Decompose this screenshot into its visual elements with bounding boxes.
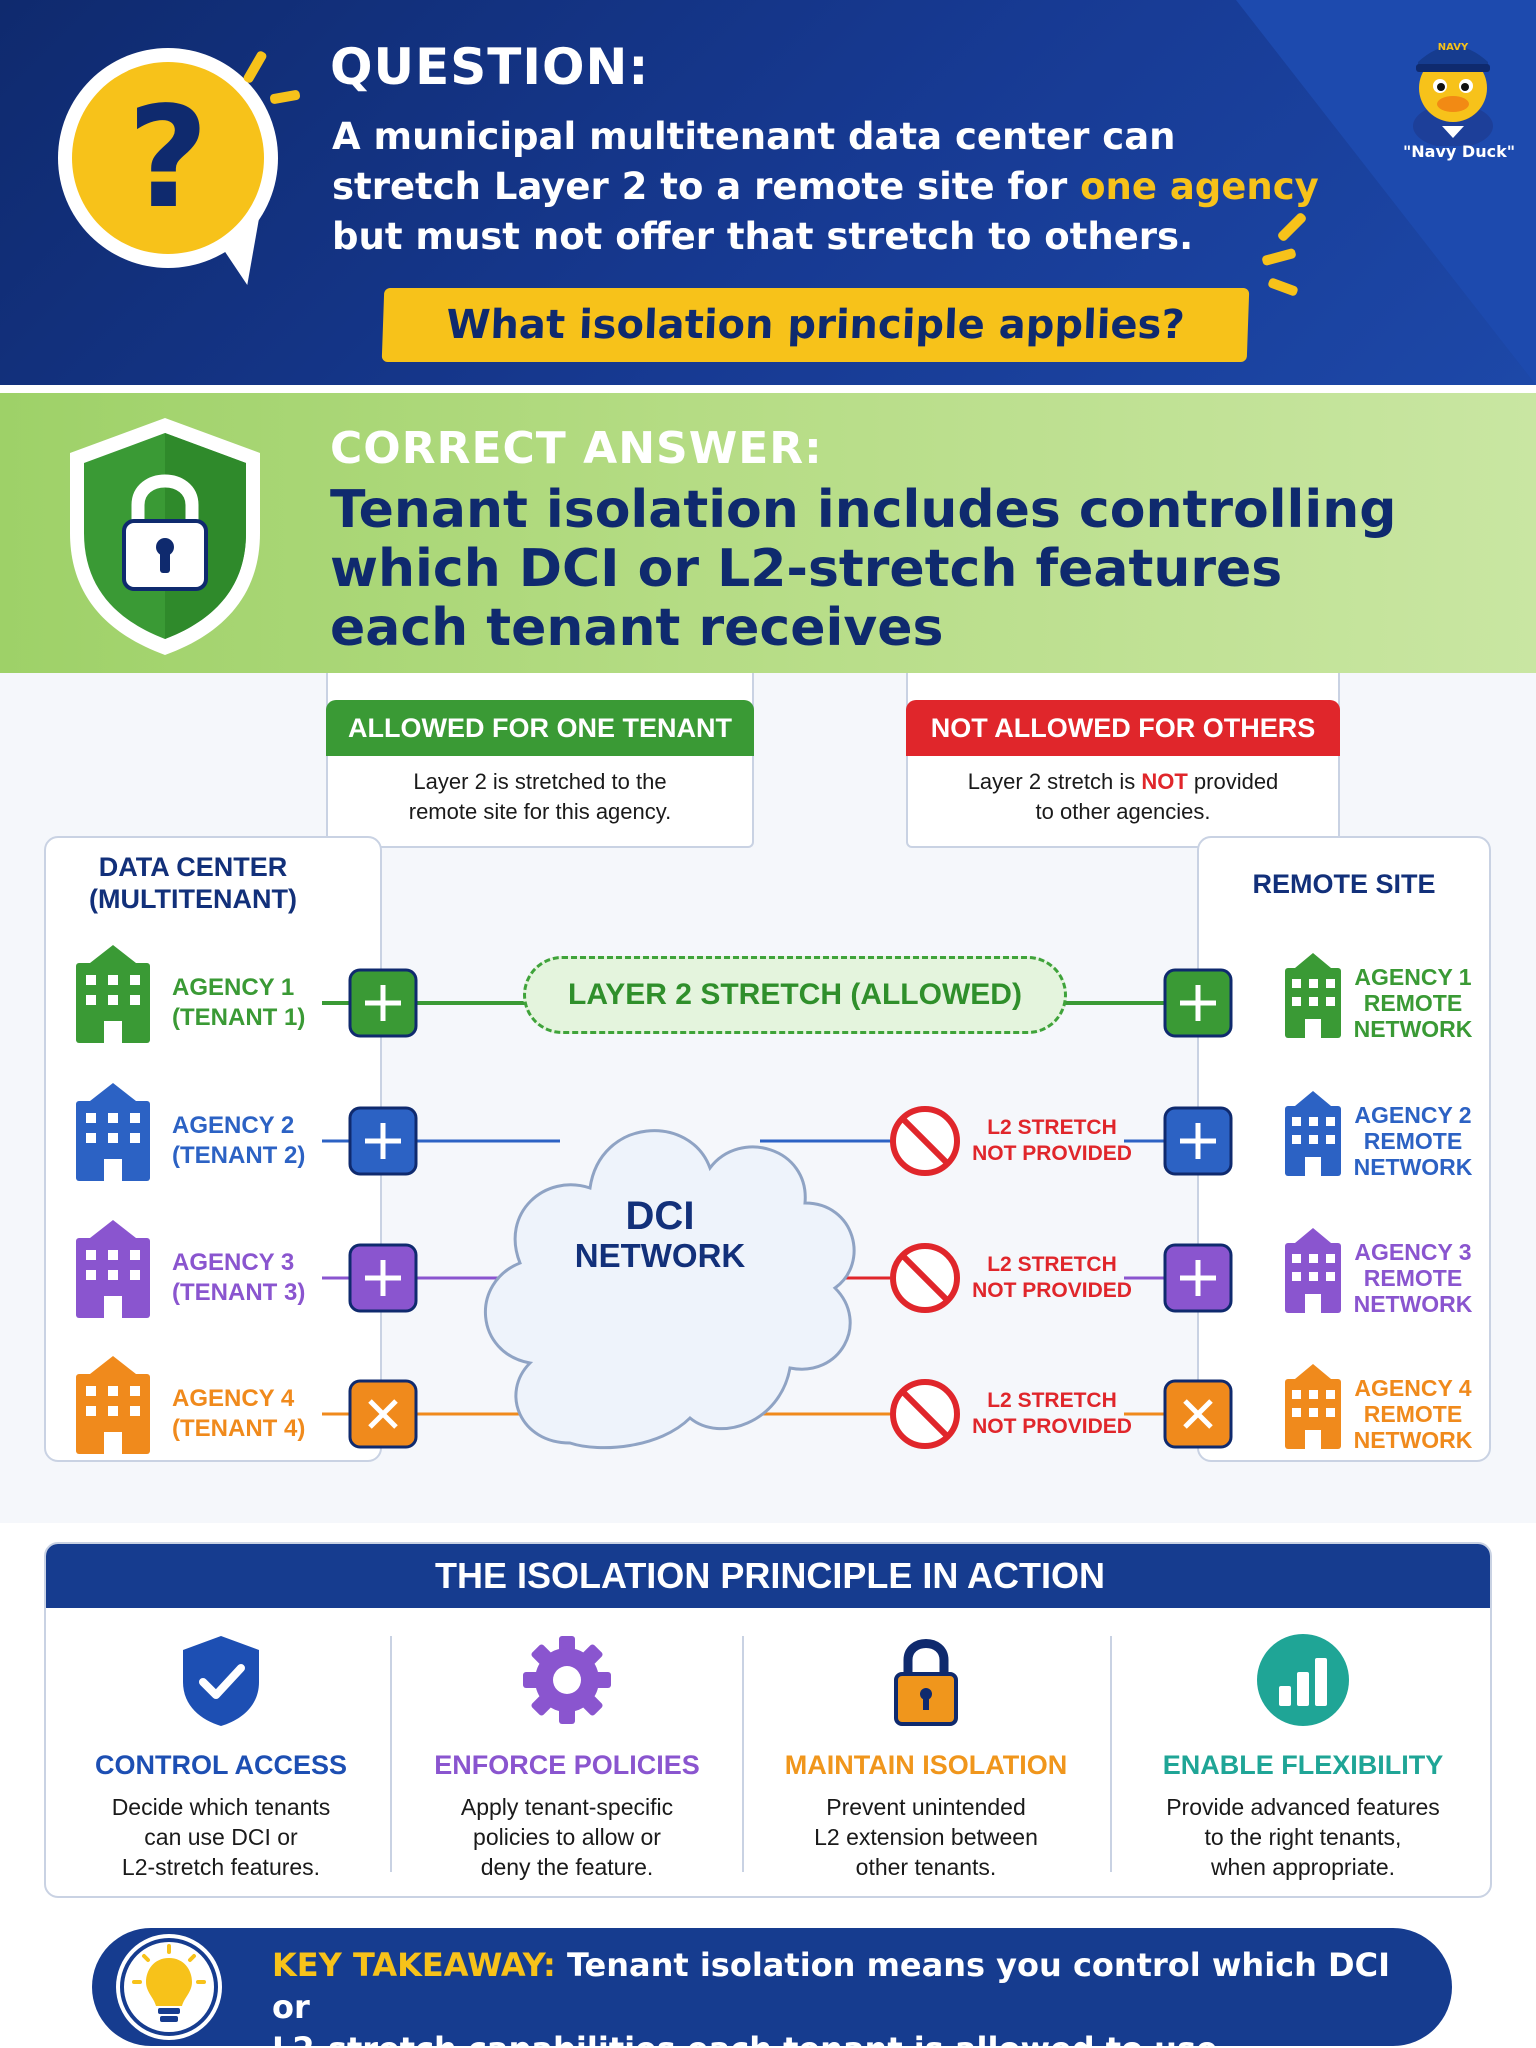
layer2-stretch-label: LAYER 2 STRETCH (ALLOWED) [523, 956, 1067, 1034]
dci-network-label: DCI NETWORK [574, 1194, 746, 1274]
building-icon [76, 1356, 150, 1454]
building-icon [1285, 1364, 1341, 1449]
mascot-badge: NAVY [1438, 42, 1469, 53]
router-icon [348, 1243, 418, 1313]
datacenter-title: DATA CENTER (MULTITENANT) [89, 852, 297, 914]
gear-icon [523, 1636, 611, 1724]
remote-site-title: REMOTE SITE [1252, 869, 1436, 899]
router-icon [1163, 1106, 1233, 1176]
question-mark-icon: ? [72, 62, 264, 254]
building-icon [76, 1083, 150, 1181]
prohibited-icon [890, 1379, 960, 1449]
allowed-tag-text: Layer 2 is stretched to the remote site … [408, 769, 672, 824]
spark-icon [1267, 277, 1299, 297]
agency-3-label: AGENCY 3(TENANT 3) [172, 1249, 306, 1306]
building-icon [76, 945, 150, 1043]
principle-title: THE ISOLATION PRINCIPLE IN ACTION [46, 1544, 1490, 1608]
building-icon [1285, 1091, 1341, 1176]
spark-icon [269, 89, 301, 105]
bar-chart-icon [1257, 1634, 1349, 1726]
question-title: QUESTION: [330, 38, 650, 96]
links-layer [76, 945, 1341, 1454]
question-text: A municipal multitenant data center can … [332, 115, 1319, 258]
denied-tag-text: Layer 2 stretch is NOT provided to other… [967, 769, 1279, 824]
lock-shield-icon [70, 418, 260, 655]
router-icon [1163, 1379, 1233, 1449]
divider [1110, 1636, 1112, 1872]
agency-4-label: AGENCY 4(TENANT 4) [172, 1385, 306, 1442]
network-diagram: ALLOWED FOR ONE TENANT Layer 2 is stretc… [0, 673, 1536, 1523]
answer-section: CORRECT ANSWER: Tenant isolation include… [0, 393, 1536, 673]
allowed-tag-title: ALLOWED FOR ONE TENANT [326, 700, 754, 756]
shield-check-icon [183, 1636, 259, 1726]
building-icon [1285, 953, 1341, 1038]
spark-icon [242, 49, 268, 85]
prohibited-icon [890, 1106, 960, 1176]
agency-1-label: AGENCY 1(TENANT 1) [172, 974, 306, 1031]
prohibited-icon [890, 1243, 960, 1313]
question-section: ? QUESTION: A municipal multitenant data… [0, 0, 1536, 385]
key-takeaway-banner: KEY TAKEAWAY: Tenant isolation means you… [92, 1928, 1452, 2048]
building-icon [76, 1220, 150, 1318]
padlock-icon [894, 1639, 958, 1726]
router-icon [1163, 1243, 1233, 1313]
divider [390, 1636, 392, 1872]
takeaway-text: KEY TAKEAWAY: Tenant isolation means you… [272, 1946, 1390, 2048]
lightbulb-icon [132, 1944, 206, 2022]
answer-text: Tenant isolation includes controlling wh… [330, 480, 1397, 658]
router-icon [348, 968, 418, 1038]
building-icon [1285, 1228, 1341, 1313]
remote-site-panel [1197, 836, 1491, 1462]
router-icon [348, 1106, 418, 1176]
dci-cloud-icon [484, 1129, 856, 1450]
router-icon [1163, 968, 1233, 1038]
bulb-badge [120, 1938, 218, 2036]
answer-label: CORRECT ANSWER: [330, 423, 823, 474]
divider [742, 1636, 744, 1872]
router-icon [348, 1379, 418, 1449]
navy-duck-mascot-icon: NAVY [1413, 42, 1493, 146]
mascot-label: "Navy Duck" [1402, 142, 1516, 161]
principle-item-enable-flexibility: ENABLE FLEXIBILITY Provide advanced feat… [1112, 1608, 1490, 1896]
question-prompt: What isolation principle applies? [381, 288, 1250, 362]
isolation-principle-panel: THE ISOLATION PRINCIPLE IN ACTION CONTRO… [44, 1542, 1492, 1898]
agency-2-label: AGENCY 2(TENANT 2) [172, 1112, 306, 1169]
denied-tag-title: NOT ALLOWED FOR OTHERS [906, 700, 1340, 756]
